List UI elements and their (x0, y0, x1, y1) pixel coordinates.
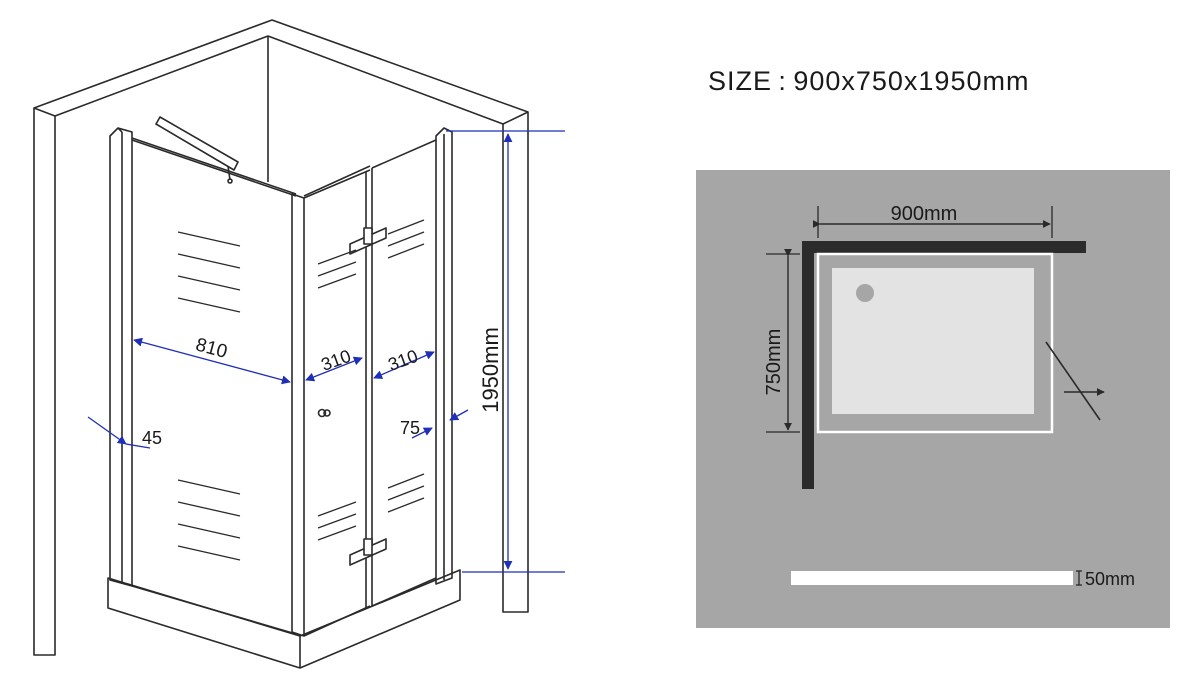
plan-900-label: 900mm (891, 203, 958, 225)
plan-back-wall (802, 241, 1086, 253)
plan-side-wall (802, 241, 814, 489)
top-rail-door (303, 165, 371, 197)
dimension-arrows-3d (87, 133, 513, 570)
dim-810-label: 810 (193, 334, 229, 362)
plan-door-leaf (1045, 341, 1101, 421)
plan-50mm-label: 50mm (1085, 569, 1135, 589)
plan-50mm-marker (1076, 570, 1082, 586)
door-knob (317, 408, 331, 418)
left-wall-profile (109, 127, 133, 587)
dim-310-left-label: 310 (318, 346, 353, 375)
shower-tray (107, 569, 461, 669)
hinge-top (349, 227, 387, 255)
left-glass-panel (131, 139, 305, 637)
top-rail-left (131, 137, 297, 195)
dim-75-arrow-a (411, 427, 433, 439)
stabilizer-bar (155, 116, 239, 184)
dim-810-arrow (133, 337, 291, 385)
glass-frosting-doors (317, 219, 425, 541)
plan-drain (856, 284, 874, 302)
dim-310-right-arrow (373, 351, 435, 379)
enclosure-3d (33, 19, 529, 669)
right-wall-profile (435, 127, 453, 585)
glass-frosting-left (177, 231, 241, 561)
dim-45-leader (125, 443, 151, 449)
dim-45-arrow (87, 416, 127, 445)
dim-310-right-label: 310 (385, 346, 420, 375)
hinge-bottom (349, 538, 387, 566)
folding-door-right-leaf (371, 139, 437, 607)
wall-corner (33, 19, 529, 656)
plan-tray-height-bar (791, 571, 1073, 585)
height-extension-lines (446, 130, 565, 573)
dim-310-left-arrow (305, 356, 363, 382)
size-title: SIZE : 900x750x1950mm (708, 66, 1029, 96)
plan-enclosure (816, 252, 1054, 434)
dim-75-arrow-b (449, 409, 469, 421)
plan-750-label: 750mm (763, 329, 785, 396)
dim-1950-label: 1950mm (478, 327, 503, 413)
dim-45-label: 45 (142, 428, 162, 448)
dim-75-label: 75 (400, 418, 420, 438)
floor-plan (696, 170, 1170, 628)
